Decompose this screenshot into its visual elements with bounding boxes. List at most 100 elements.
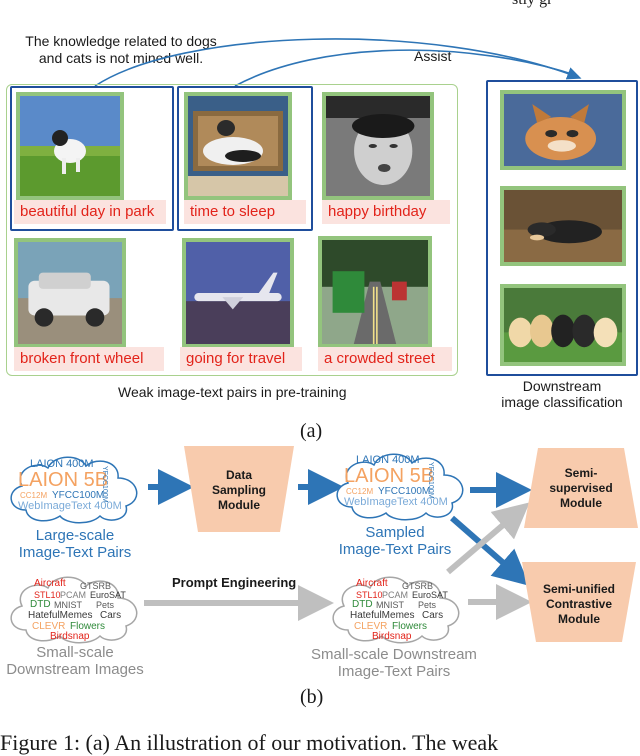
sd-cloud-gtsrb: GTSRB <box>402 581 434 591</box>
sd-cloud-pcam: PCAM <box>382 590 409 600</box>
semi-unified-module: Semi-unified Contrastive Module <box>522 562 636 642</box>
small-downstream-label-line-1: Small-scale Downstream <box>311 646 477 663</box>
photo-puppy <box>500 186 626 266</box>
sd-cloud-birdsnap: Birdsnap <box>372 631 412 642</box>
photo-kitten <box>500 90 626 170</box>
large-cloud-laion400m: LAION 400M <box>30 458 94 470</box>
small-cloud-aircraft: Aircraft <box>34 578 66 589</box>
semi-unified-line-1: Semi-unified <box>542 582 615 596</box>
large-cloud-laion5b: LAION 5B <box>18 469 109 491</box>
knowledge-note: The knowledge related to dogs and cats i… <box>6 33 236 67</box>
sampled-cloud-webimagetext: WebImageText 400M <box>344 496 448 508</box>
sampled-cloud <box>336 453 464 521</box>
small-cloud-cars: Cars <box>100 610 122 621</box>
figure-caption-partial: Figure 1: (a) An illustration of our mot… <box>0 730 499 755</box>
large-scale-label: Large-scale Image-Text Pairs <box>0 527 150 561</box>
small-scale-label-line-1: Small-scale <box>36 644 114 661</box>
knowledge-note-line-1: The knowledge related to dogs <box>25 33 217 49</box>
data-sampling-module: Data Sampling Module <box>184 446 294 532</box>
assist-arrow-dogs <box>94 38 582 87</box>
assist-label: Assist <box>414 48 452 64</box>
subfigure-a-label: (a) <box>300 420 323 442</box>
data-sampling-text: Data Sampling Module <box>184 468 294 513</box>
arrow-sampled-to-semiunified <box>450 515 530 586</box>
small-cloud-dtd: DTD <box>30 599 51 610</box>
data-sampling-line-1: Data <box>225 468 252 482</box>
photo-dog-park <box>16 92 124 200</box>
photo-broken-car <box>14 238 126 348</box>
flow-arrows <box>144 469 532 621</box>
small-scale-label-line-2: Downstream Images <box>6 661 144 678</box>
small-cloud-pets: Pets <box>96 600 115 610</box>
sd-cloud-clevr: CLEVR <box>354 621 388 632</box>
sd-cloud-cars: Cars <box>422 610 444 621</box>
semi-unified-line-2: Contrastive <box>545 597 613 611</box>
large-cloud-words: LAION 400M LAION 5B YFCC100M CC12M YFCC1… <box>14 456 138 516</box>
downstream-label-line-1: Downstream <box>522 378 602 394</box>
sd-cloud-dtd: DTD <box>352 599 373 610</box>
small-cloud-clevr: CLEVR <box>32 621 66 632</box>
caption-going-travel: going for travel <box>180 347 302 371</box>
large-cloud-yfcc: YFCC100M <box>52 490 105 501</box>
semi-unified-text: Semi-unified Contrastive Module <box>522 582 636 627</box>
sampled-cloud-words: LAION 400M LAION 5B YFCC100M CC12M YFCC1… <box>342 452 466 512</box>
sampled-cloud-laion5b: LAION 5B <box>344 465 435 487</box>
small-downstream-label-line-2: Image-Text Pairs <box>337 663 451 680</box>
caption-beautiful-day: beautiful day in park <box>14 200 166 224</box>
small-cloud-eurosat: EuroSAT <box>90 590 126 600</box>
small-scale-cloud <box>10 576 138 644</box>
small-cloud-flowers: Flowers <box>70 621 106 632</box>
semi-unified-line-3: Module <box>558 612 600 626</box>
photo-birthday-face <box>322 92 434 200</box>
semi-supervised-line-1: Semi- <box>564 466 598 480</box>
sampled-cloud-laion400m: LAION 400M <box>356 454 420 466</box>
sampled-cloud-yfcc: YFCC100M <box>378 486 431 497</box>
small-cloud-stl10: STL10 <box>34 590 61 600</box>
cut-off-header-text: stly gr <box>512 0 552 9</box>
cat-pair-highlight <box>177 86 313 231</box>
large-scale-label-line-1: Large-scale <box>35 527 115 544</box>
large-cloud-cc12m: CC12M <box>20 491 48 500</box>
small-downstream-cloud-words: Aircraft GTSRB STL10 PCAM EuroSAT DTD MN… <box>336 578 460 642</box>
small-cloud-gtsrb: GTSRB <box>80 581 112 591</box>
sd-cloud-flowers: Flowers <box>392 621 428 632</box>
assist-arrow-cats <box>234 49 579 87</box>
arrow-small-to-semisupervised <box>446 502 530 575</box>
small-downstream-cloud <box>332 576 460 644</box>
small-cloud-birdsnap: Birdsnap <box>50 631 90 642</box>
small-cloud-words: Aircraft GTSRB STL10 PCAM EuroSAT DTD MN… <box>14 578 138 642</box>
large-scale-cloud <box>10 456 138 524</box>
sd-cloud-eurosat: EuroSAT <box>412 590 448 600</box>
small-scale-label: Small-scale Downstream Images <box>0 644 150 678</box>
semi-supervised-text: Semi- supervised Module <box>524 466 638 511</box>
sd-cloud-aircraft: Aircraft <box>356 578 388 589</box>
caption-crowded-street: a crowded street <box>318 347 452 371</box>
semi-supervised-module: Semi- supervised Module <box>524 448 638 528</box>
downstream-label-line-2: image classification <box>501 394 623 410</box>
downstream-box <box>486 80 638 376</box>
dog-pair-highlight <box>10 86 174 231</box>
pretraining-pairs-box <box>6 84 458 376</box>
sampled-label-line-2: Image-Text Pairs <box>338 541 452 558</box>
photo-cat-sleep <box>184 92 292 200</box>
sd-cloud-hatefulmemes: HatefulMemes <box>350 610 415 621</box>
subfigure-b-label: (b) <box>300 686 324 708</box>
caption-time-to-sleep: time to sleep <box>184 200 306 224</box>
caption-broken-wheel: broken front wheel <box>14 347 164 371</box>
small-cloud-mnist: MNIST <box>54 600 82 610</box>
caption-happy-birthday: happy birthday <box>322 200 450 224</box>
semi-supervised-line-2: supervised <box>549 481 613 495</box>
small-downstream-label: Small-scale Downstream Image-Text Pairs <box>294 646 494 680</box>
downstream-label: Downstream image classification <box>486 378 638 410</box>
data-sampling-line-2: Sampling <box>211 483 266 497</box>
prompt-engineering-label: Prompt Engineering <box>172 575 297 590</box>
small-cloud-pcam: PCAM <box>60 590 87 600</box>
photo-puppies-group <box>500 284 626 366</box>
large-scale-label-line-2: Image-Text Pairs <box>18 544 132 561</box>
photo-crowded-street <box>318 236 432 348</box>
pretraining-label: Weak image-text pairs in pre-training <box>118 384 347 400</box>
sampled-cloud-cc12m: CC12M <box>346 487 374 496</box>
sampled-label-line-1: Sampled <box>365 524 425 541</box>
sampled-label: Sampled Image-Text Pairs <box>320 524 470 558</box>
small-cloud-hatefulmemes: HatefulMemes <box>28 610 93 621</box>
